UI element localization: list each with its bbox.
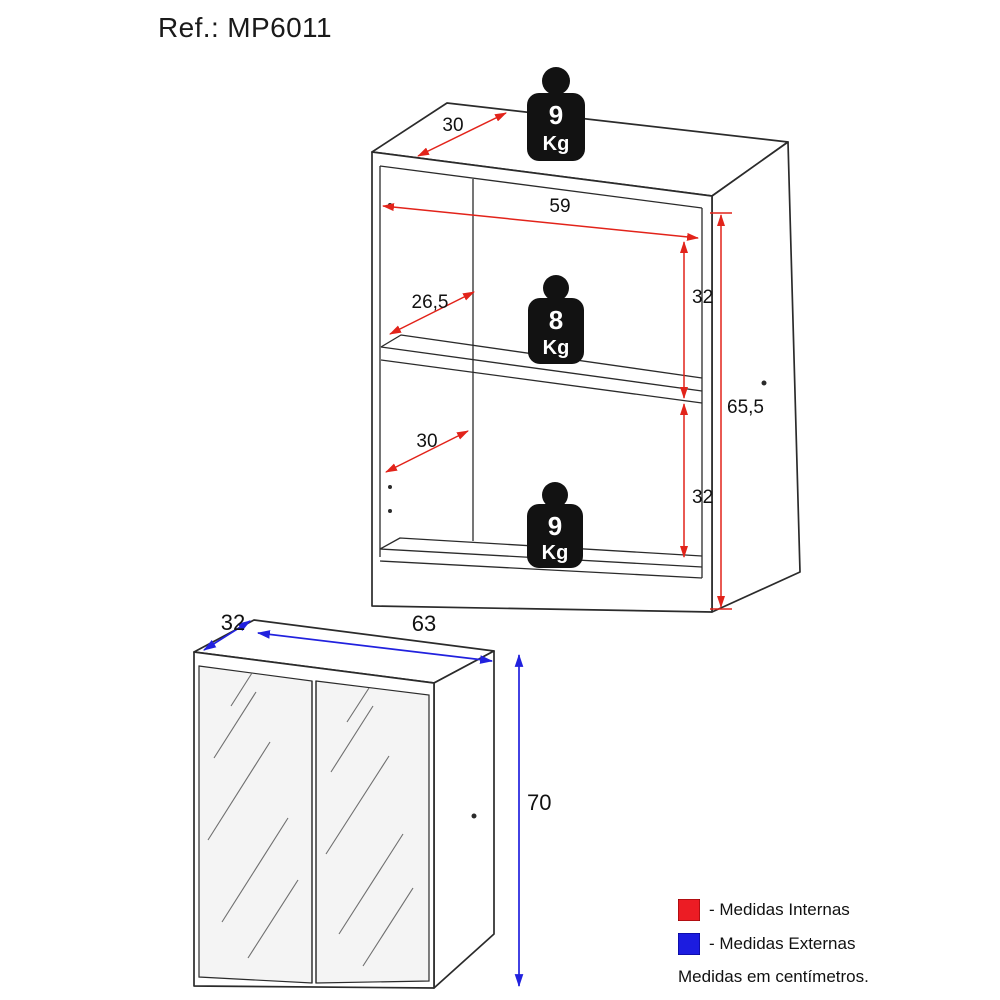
legend-internal-row: - Medidas Internas (678, 899, 978, 921)
weight-bottom-value: 9 (548, 511, 562, 541)
dim-top-depth: 30 (417, 112, 507, 157)
internal-measure-swatch (678, 899, 700, 921)
weight-8kg-middle-icon: 8 Kg (528, 275, 584, 364)
external-measure-swatch (678, 933, 700, 955)
open-cabinet-drawing: 30 59 32 26,5 32 (371, 67, 801, 613)
dim-lower-inner-height-label: 32 (692, 487, 713, 508)
dim-upper-inner-height-label: 32 (692, 287, 713, 308)
shelf-top-surface-edge (380, 334, 703, 379)
legend-note: Medidas em centímetros. (678, 967, 869, 986)
legend: - Medidas Internas - Medidas Externas Me… (678, 899, 978, 987)
legend-external-row: - Medidas Externas (678, 933, 978, 955)
pin-hole (388, 509, 392, 513)
weight-top-value: 9 (549, 100, 563, 130)
external-dimensions: 32 63 70 (203, 610, 551, 988)
inner-top-edge (379, 165, 703, 209)
dim-height: 70 (514, 653, 551, 988)
weight-9kg-bottom-icon: 9 Kg (527, 482, 583, 568)
shelf-front-bottom-edge (380, 359, 703, 404)
closed-cabinet-drawing: 32 63 70 (193, 610, 551, 989)
dim-width: 63 (256, 611, 494, 664)
weight-top-unit: Kg (543, 133, 570, 155)
weight-middle-unit: Kg (543, 337, 570, 359)
bottom-surface-edge (379, 537, 703, 557)
dim-depth: 32 (203, 610, 251, 651)
dim-lower-inner-height: 32 (680, 403, 713, 558)
dim-shelf-depth: 26,5 (389, 291, 475, 335)
weight-9kg-top-icon: 9 Kg (527, 67, 585, 161)
dim-inner-width-label: 59 (549, 196, 570, 217)
dim-inner-width: 59 (382, 196, 699, 241)
page-title: Ref.: MP6011 (158, 12, 332, 43)
legend-external-label: - Medidas Externas (709, 934, 856, 953)
dim-side-height-label: 65,5 (727, 397, 764, 418)
weight-middle-value: 8 (549, 305, 563, 335)
dim-width-label: 63 (412, 611, 436, 636)
mirror-door-right (315, 680, 430, 984)
internal-dimensions: 30 59 32 26,5 32 (382, 112, 764, 610)
pin-hole (388, 485, 392, 489)
dim-height-label: 70 (527, 790, 551, 815)
bottom-front-bottom-edge (379, 560, 703, 579)
dim-top-depth-label: 30 (442, 115, 463, 136)
open-cabinet-body (371, 102, 801, 613)
side-panel-hole (471, 813, 477, 819)
mirror-door-left (198, 665, 313, 984)
mirror-hatch-right (325, 687, 414, 967)
weight-bottom-unit: Kg (542, 542, 569, 564)
closed-cabinet-body (193, 619, 495, 989)
dim-bottom-depth: 30 (385, 430, 469, 473)
shelf-front-top-edge (380, 346, 703, 392)
dim-shelf-depth-label: 26,5 (412, 292, 449, 313)
mirror-hatch-left (207, 672, 299, 959)
dim-depth-label: 32 (221, 610, 245, 635)
side-panel-hole (761, 380, 767, 386)
legend-internal-label: - Medidas Internas (709, 900, 850, 919)
dim-side-height: 65,5 (710, 212, 764, 610)
weight-capacity-icons: 9 Kg 8 Kg 9 Kg (527, 67, 585, 568)
closed-right-side-panel (433, 650, 495, 989)
dim-bottom-depth-label: 30 (416, 431, 437, 452)
dim-upper-inner-height: 32 (680, 241, 713, 399)
